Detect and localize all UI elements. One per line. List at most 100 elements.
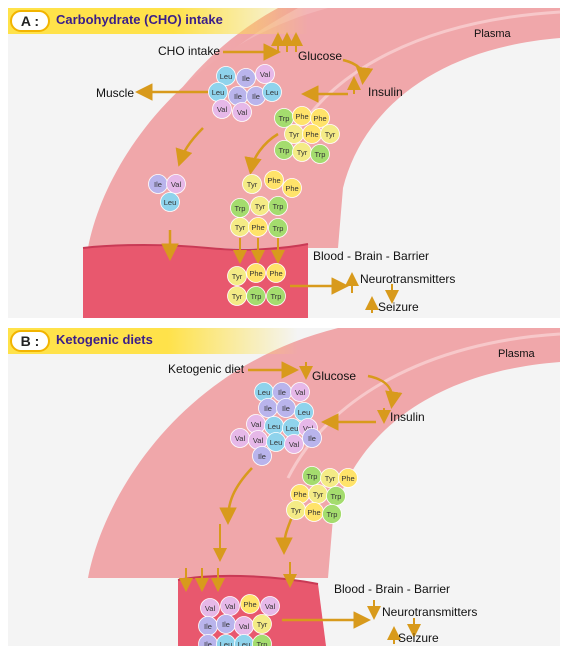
- svg-text:Leu: Leu: [266, 88, 279, 97]
- svg-text:Tyr: Tyr: [297, 148, 308, 157]
- amino-acid-phe: Phe: [293, 107, 312, 126]
- svg-text:Trp: Trp: [279, 146, 290, 155]
- svg-text:Tyr: Tyr: [325, 130, 336, 139]
- amino-acid-leu: Leu: [209, 83, 228, 102]
- ketogenic-diet-label: Ketogenic diet: [168, 362, 244, 376]
- amino-acid-ile: Ile: [277, 399, 296, 418]
- svg-text:Ile: Ile: [282, 404, 290, 413]
- svg-text:Val: Val: [251, 420, 262, 429]
- svg-text:Val: Val: [171, 180, 182, 189]
- svg-text:Val: Val: [225, 602, 236, 611]
- amino-acid-tyr: Tyr: [253, 615, 272, 634]
- amino-acid-trp: Trp: [303, 467, 322, 486]
- svg-text:Ile: Ile: [234, 92, 242, 101]
- svg-text:Leu: Leu: [270, 438, 283, 447]
- seizure-label: Seizure: [398, 631, 439, 645]
- svg-text:Tyr: Tyr: [232, 272, 243, 281]
- panel-b-title: Ketogenic diets: [56, 332, 153, 347]
- svg-text:Val: Val: [235, 434, 246, 443]
- amino-acid-phe: Phe: [249, 218, 268, 237]
- svg-text:Phe: Phe: [313, 114, 326, 123]
- svg-text:Phe: Phe: [307, 508, 320, 517]
- svg-text:Phe: Phe: [269, 269, 282, 278]
- amino-acid-phe: Phe: [283, 179, 302, 198]
- amino-acid-trp: Trp: [231, 199, 250, 218]
- amino-acid-trp: Trp: [267, 287, 286, 306]
- amino-acid-trp: Trp: [275, 109, 294, 128]
- svg-text:Leu: Leu: [286, 424, 299, 433]
- svg-text:Val: Val: [239, 622, 250, 631]
- amino-acid-val: Val: [233, 103, 252, 122]
- svg-text:Phe: Phe: [285, 184, 298, 193]
- svg-text:Val: Val: [217, 105, 228, 114]
- svg-text:Ile: Ile: [278, 388, 286, 397]
- amino-acid-val: Val: [221, 597, 240, 616]
- svg-text:Trp: Trp: [331, 492, 342, 501]
- cho-intake-label: CHO intake: [158, 44, 220, 58]
- amino-acid-tyr: Tyr: [228, 287, 247, 306]
- svg-text:Ile: Ile: [258, 452, 266, 461]
- amino-acid-val: Val: [285, 435, 304, 454]
- amino-acid-tyr: Tyr: [293, 143, 312, 162]
- svg-text:Trp: Trp: [271, 292, 282, 301]
- svg-text:Val: Val: [253, 436, 264, 445]
- muscle-label: Muscle: [96, 86, 134, 100]
- svg-text:Trp: Trp: [327, 510, 338, 519]
- amino-acid-val: Val: [235, 617, 254, 636]
- neurotransmitters-label: Neurotransmitters: [360, 272, 455, 286]
- amino-acid-trp: Trp: [275, 141, 294, 160]
- svg-text:Trp: Trp: [257, 640, 268, 646]
- svg-text:Phe: Phe: [251, 223, 264, 232]
- panel-a-banner: A : Carbohydrate (CHO) intake: [8, 8, 308, 34]
- insulin-label: Insulin: [390, 410, 425, 424]
- svg-text:Trp: Trp: [315, 150, 326, 159]
- svg-text:Tyr: Tyr: [235, 223, 246, 232]
- svg-text:Tyr: Tyr: [232, 292, 243, 301]
- svg-text:Trp: Trp: [235, 204, 246, 213]
- panel-b-letter: B :: [10, 330, 50, 352]
- amino-acid-val: Val: [256, 65, 275, 84]
- bbb-label: Blood - Brain - Barrier: [313, 249, 429, 263]
- svg-text:Phe: Phe: [267, 176, 280, 185]
- amino-acid-val: Val: [231, 429, 250, 448]
- amino-acid-ile: Ile: [237, 69, 256, 88]
- svg-text:Leu: Leu: [220, 72, 233, 81]
- amino-acid-val: Val: [291, 383, 310, 402]
- amino-acid-val: Val: [201, 599, 220, 618]
- svg-text:Ile: Ile: [308, 434, 316, 443]
- svg-text:Leu: Leu: [220, 640, 233, 646]
- amino-acid-tyr: Tyr: [243, 175, 262, 194]
- amino-acid-leu: Leu: [161, 193, 180, 212]
- svg-text:Phe: Phe: [341, 474, 354, 483]
- svg-text:Phe: Phe: [293, 490, 306, 499]
- svg-text:Tyr: Tyr: [255, 202, 266, 211]
- svg-text:Ile: Ile: [264, 404, 272, 413]
- svg-text:Tyr: Tyr: [289, 130, 300, 139]
- svg-text:Val: Val: [265, 602, 276, 611]
- svg-text:Phe: Phe: [249, 269, 262, 278]
- amino-acid-ile: Ile: [303, 429, 322, 448]
- amino-acid-phe: Phe: [265, 171, 284, 190]
- amino-acid-tyr: Tyr: [287, 501, 306, 520]
- amino-acid-tyr: Tyr: [228, 267, 247, 286]
- svg-text:Leu: Leu: [298, 408, 311, 417]
- amino-acid-ile: Ile: [253, 447, 272, 466]
- amino-acid-tyr: Tyr: [321, 469, 340, 488]
- svg-text:Tyr: Tyr: [247, 180, 258, 189]
- seizure-label: Seizure: [378, 300, 419, 314]
- glucose-label: Glucose: [312, 369, 356, 383]
- vessel-main: [88, 328, 560, 578]
- amino-acid-trp: Trp: [311, 145, 330, 164]
- amino-acid-val: Val: [261, 597, 280, 616]
- amino-acid-leu: Leu: [263, 83, 282, 102]
- amino-acid-phe: Phe: [267, 264, 286, 283]
- amino-acid-ile: Ile: [199, 617, 218, 636]
- svg-text:Tyr: Tyr: [257, 620, 268, 629]
- amino-acid-phe: Phe: [241, 595, 260, 614]
- svg-text:Tyr: Tyr: [325, 474, 336, 483]
- amino-acid-tyr: Tyr: [251, 197, 270, 216]
- insulin-label: Insulin: [368, 85, 403, 99]
